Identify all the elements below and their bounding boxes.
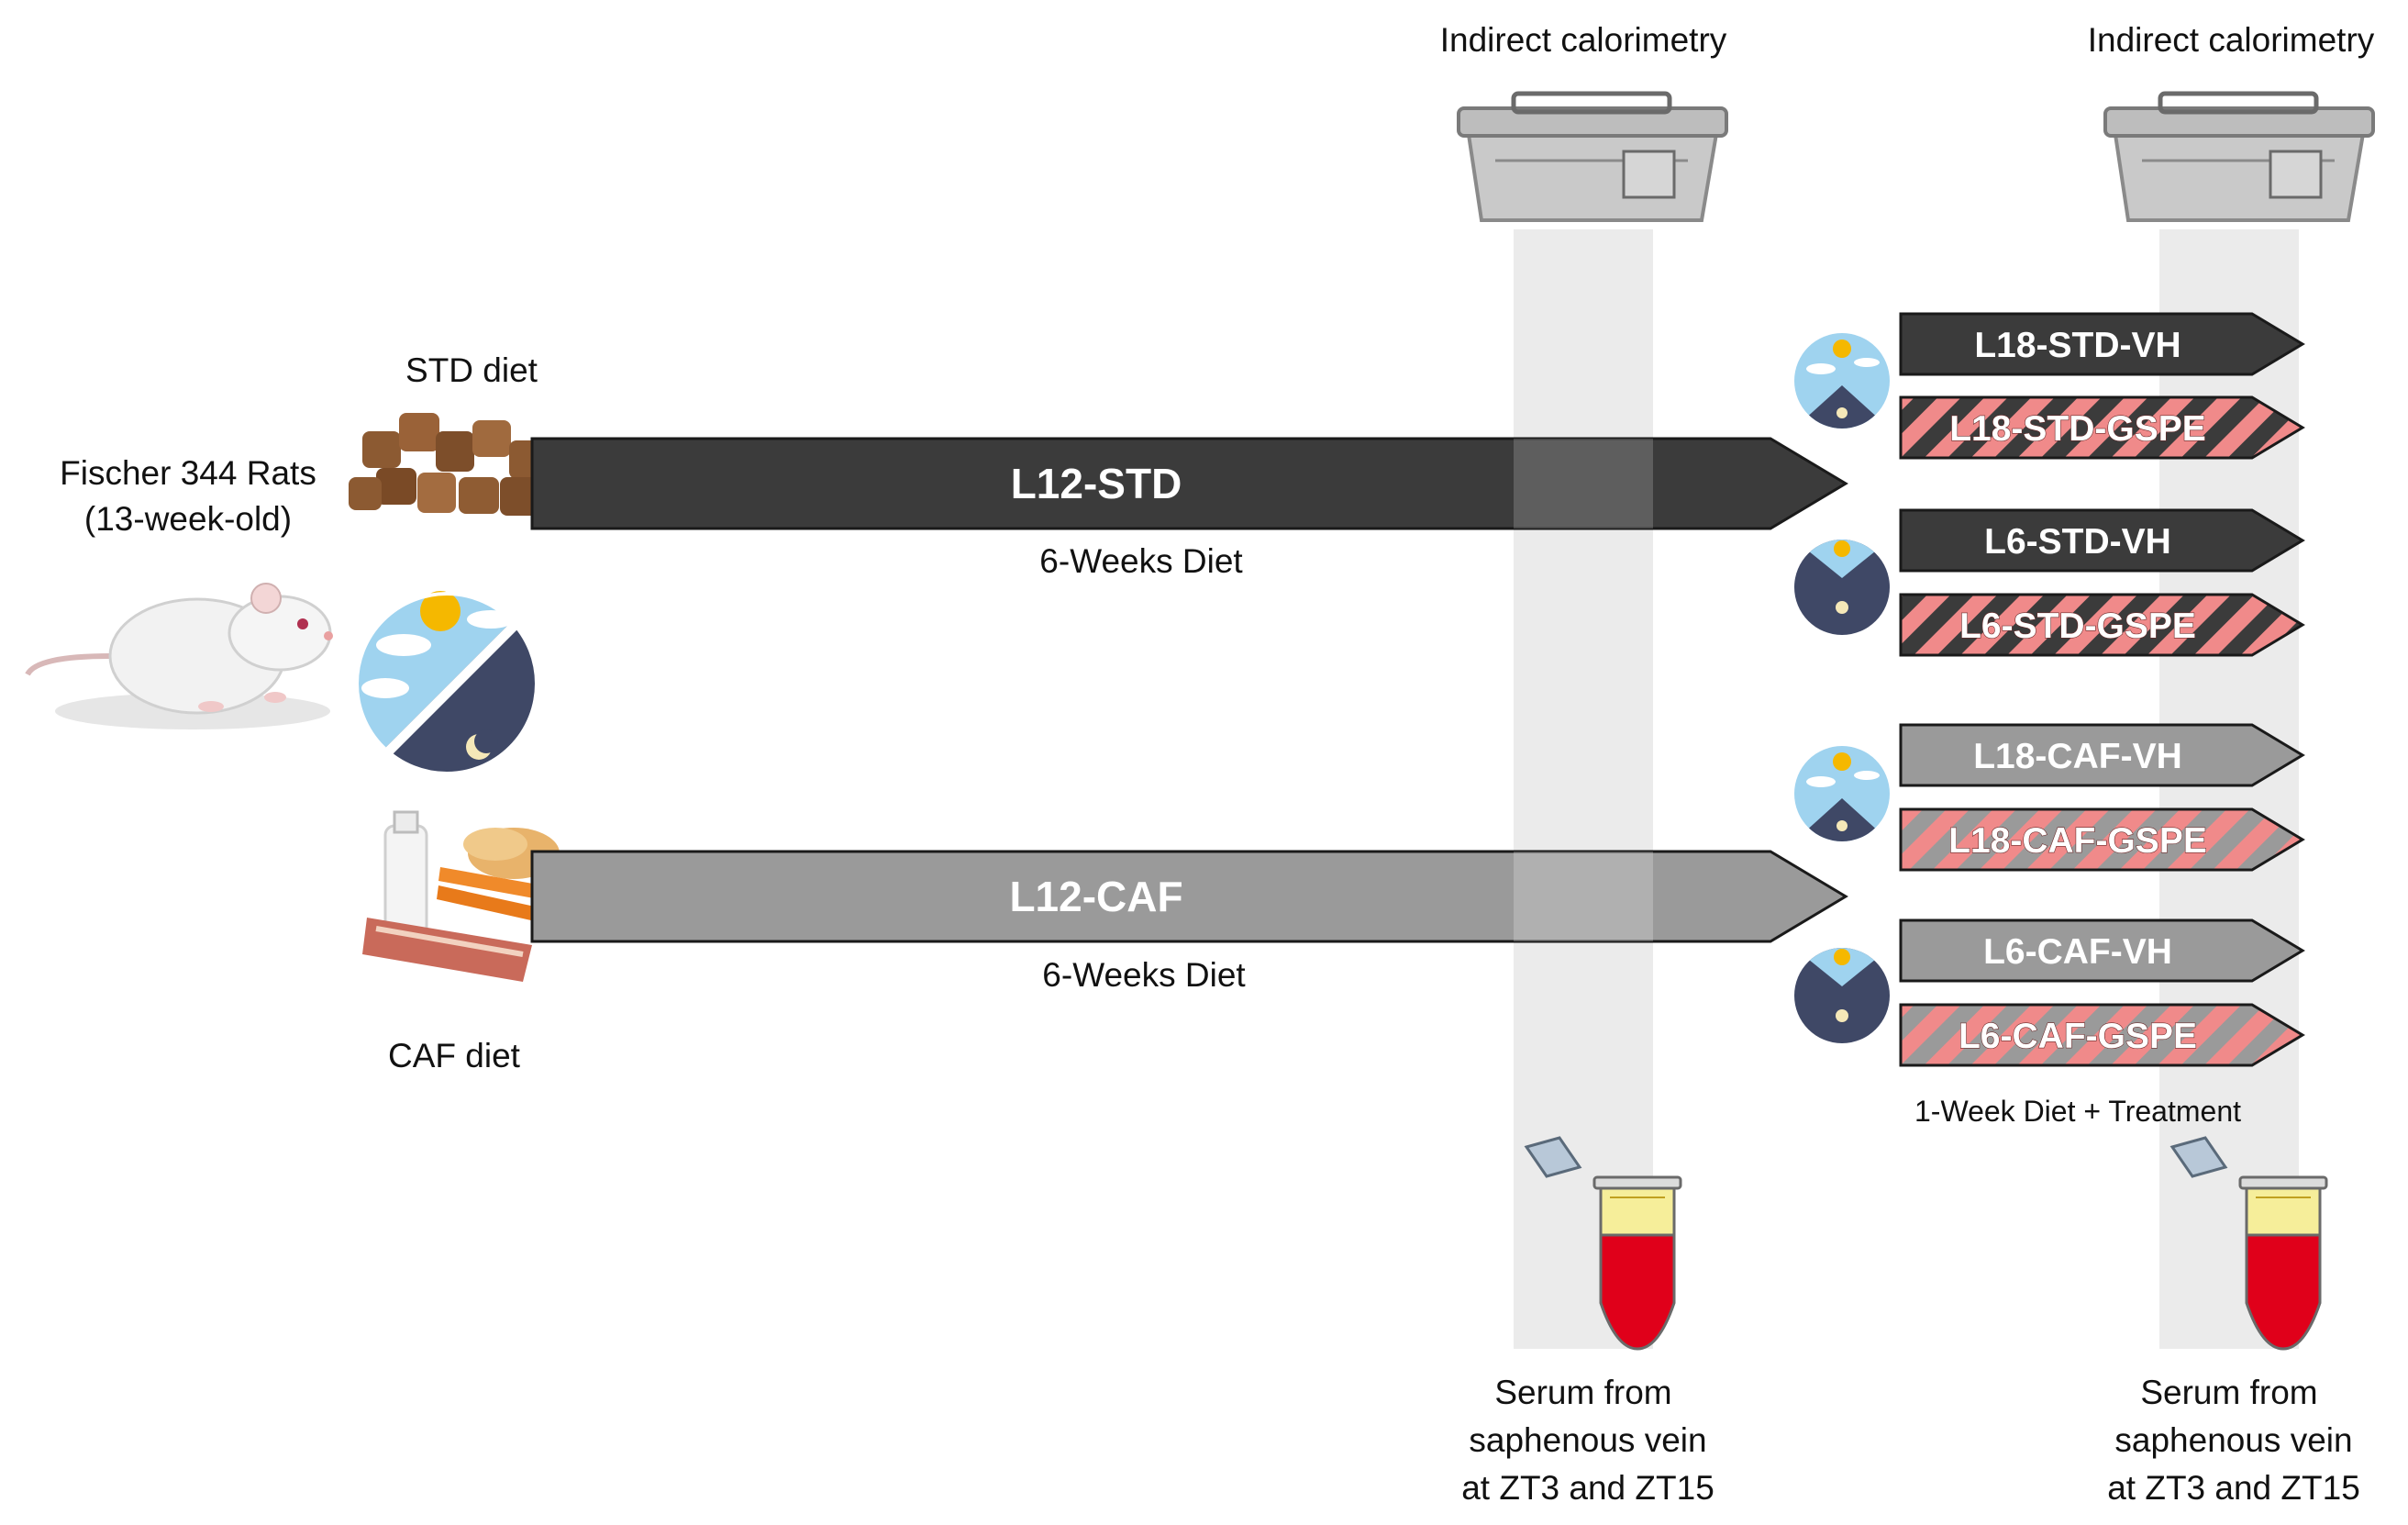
group-label: L18-STD-VH [1974, 326, 2181, 365]
group-label: L6-STD-GSPE [1959, 607, 2196, 646]
treatment-label: 1-Week Diet + Treatment [1914, 1095, 2241, 1128]
l6-dark-cycle-icon [1794, 948, 1890, 1043]
blood-tube-icon [2169, 1136, 2328, 1351]
serum-right-line3: at ZT3 and ZT15 [2107, 1469, 2360, 1507]
light-dark-cycle-icon [355, 591, 538, 775]
serum-left-line2: saphenous vein [1469, 1421, 1706, 1459]
calorimetry-overlay-caf [1514, 852, 1653, 941]
group-arrow-l18-caf-vh: L18-CAF-VH [1899, 723, 2305, 787]
l18-light-cycle-icon [1794, 333, 1890, 429]
group-label: L18-STD-GSPE [1949, 409, 2206, 449]
group-arrow-l18-std-vh: L18-STD-VH [1899, 312, 2305, 376]
main-arrow-caf-label: L12-CAF [1009, 873, 1182, 920]
group-arrow-l6-std-gspe: L6-STD-GSPE [1899, 593, 2305, 657]
calorimetry-title-left: Indirect calorimetry [1440, 21, 1727, 59]
caf-diet-food-icon [362, 810, 569, 982]
rat-icon [25, 583, 333, 729]
l6-dark-cycle-icon [1794, 540, 1890, 635]
group-arrow-l6-caf-gspe: L6-CAF-GSPE [1899, 1003, 2305, 1067]
group-label: L6-STD-VH [1984, 522, 2171, 562]
l18-light-cycle-icon [1794, 746, 1890, 841]
group-arrow-l18-caf-gspe: L18-CAF-GSPE [1899, 807, 2305, 872]
serum-right-line2: saphenous vein [2114, 1421, 2352, 1459]
serum-left-line3: at ZT3 and ZT15 [1461, 1469, 1714, 1507]
caf-diet-label: CAF diet [388, 1037, 521, 1074]
calorimetry-cage-icon [1457, 91, 1728, 222]
calorimetry-overlay-std [1514, 439, 1653, 529]
serum-left-line1: Serum from [1494, 1374, 1671, 1411]
main-arrow-std-duration: 6-Weeks Diet [1039, 542, 1243, 580]
group-arrow-l18-std-gspe: L18-STD-GSPE [1899, 395, 2305, 460]
main-arrow-caf [530, 850, 1848, 943]
calorimetry-cage-icon [2103, 91, 2375, 222]
calorimetry-title-right: Indirect calorimetry [2088, 21, 2375, 59]
std-diet-label: STD diet [405, 351, 538, 389]
blood-tube-icon [1524, 1136, 1682, 1351]
subjects-label-line1: Fischer 344 Rats [60, 454, 316, 492]
group-arrow-l6-caf-vh: L6-CAF-VH [1899, 918, 2305, 983]
serum-right-line1: Serum from [2140, 1374, 2317, 1411]
group-arrow-l6-std-vh: L6-STD-VH [1899, 508, 2305, 573]
group-label: L18-CAF-VH [1973, 737, 2182, 776]
group-label: L18-CAF-GSPE [1948, 821, 2207, 861]
group-label: L6-CAF-VH [1983, 932, 2172, 972]
subjects-label-line2: (13-week-old) [84, 500, 292, 538]
main-arrow-std-label: L12-STD [1011, 460, 1182, 507]
main-arrow-caf-duration: 6-Weeks Diet [1042, 956, 1246, 994]
group-label: L6-CAF-GSPE [1959, 1017, 2197, 1056]
main-arrow-std [530, 437, 1848, 530]
